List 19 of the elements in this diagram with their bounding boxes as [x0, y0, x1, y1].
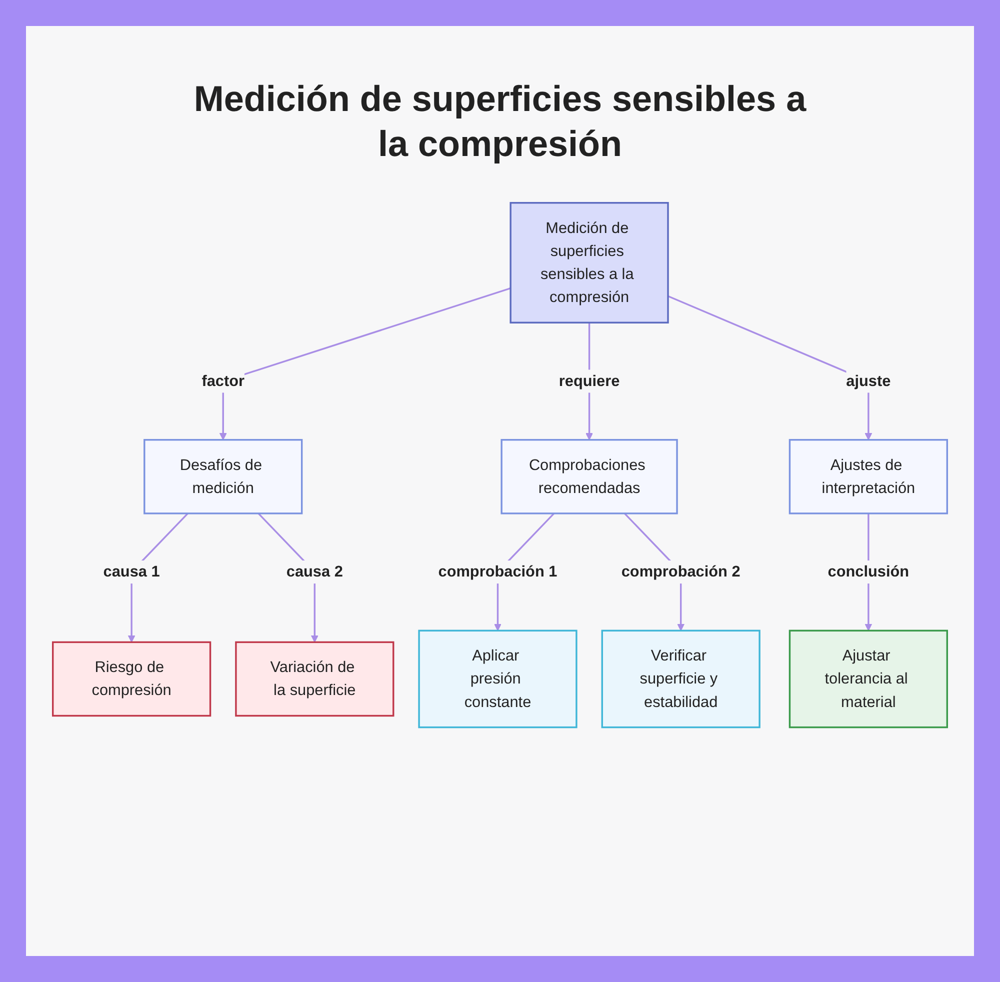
- edge-label: factor: [202, 372, 244, 390]
- edge-label: requiere: [558, 372, 620, 390]
- edge-label: causa 2: [286, 563, 343, 580]
- node-box: Medición de superficies sensibles a la compresión: [510, 202, 669, 324]
- node-box: Comprobaciones recomendadas: [500, 438, 678, 514]
- edge-label: conclusión: [828, 563, 910, 580]
- edge-label: ajuste: [846, 372, 891, 390]
- diagram-title: Medición de superficies sensibles a la compresión: [192, 77, 808, 166]
- node-box: Aplicar presión constante: [418, 630, 578, 728]
- node-box: Verificar superficie y estabilidad: [601, 630, 760, 728]
- node-box: Desafíos de medición: [144, 438, 303, 514]
- edge-label: comprobación 1: [438, 563, 558, 580]
- node-box: Variación de la superficie: [235, 641, 394, 717]
- edge-label: comprobación 2: [621, 563, 740, 580]
- edge-label: causa 1: [103, 563, 160, 580]
- node-box: Riesgo de compresión: [52, 641, 212, 717]
- node-box: Ajustar tolerancia al material: [788, 630, 948, 728]
- node-box: Ajustes de interpretación: [788, 438, 948, 514]
- arrow: [219, 287, 511, 440]
